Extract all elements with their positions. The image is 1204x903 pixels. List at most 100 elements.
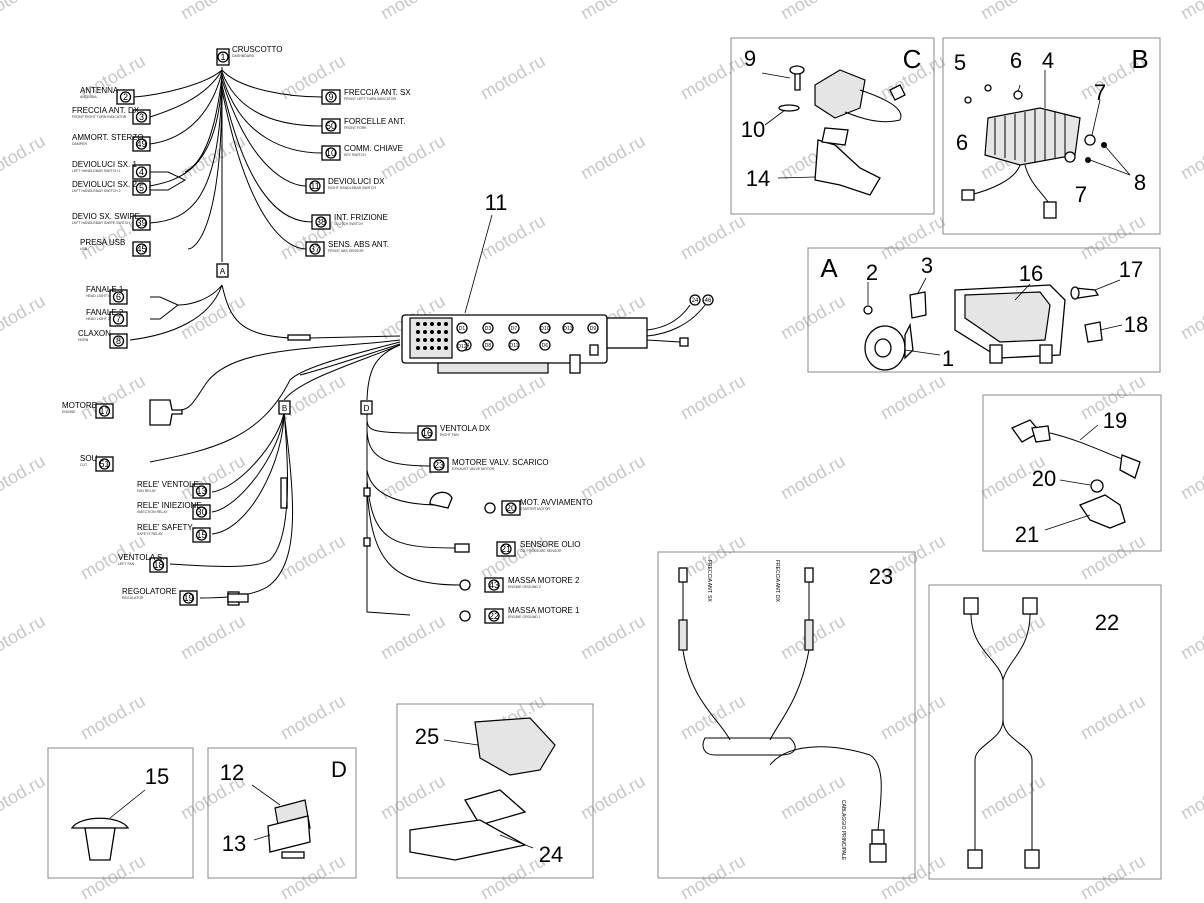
junction-box: [216, 263, 229, 278]
callout-2: 2: [866, 260, 878, 285]
panel-relay: D 12 13: [207, 747, 357, 879]
callout-6-left: 6: [956, 130, 968, 155]
connector-sublabel: STARTER MOTOR: [520, 507, 550, 511]
watermark-text: motod.ru: [0, 611, 49, 664]
terminal-dot: [437, 322, 441, 326]
junction-box: [360, 400, 373, 415]
callout-25: 25: [415, 724, 439, 749]
end-label-24: 24: [692, 298, 699, 304]
connector-sublabel: ENGINE GROUND 2: [508, 585, 541, 589]
fuse-label: D13: [563, 326, 572, 332]
panel-d-letter: D: [331, 757, 347, 782]
junction-A: A: [216, 263, 229, 278]
fuse-label: D10: [540, 326, 549, 332]
connector-sublabel: DAMPER: [72, 142, 87, 146]
connector-label: MOT. AVVIAMENTO: [520, 498, 593, 507]
connector-number: 16: [422, 428, 432, 438]
callout-24: 24: [539, 842, 563, 867]
connector-label: FANALE 1: [86, 285, 124, 294]
fuse-circle: [482, 322, 494, 334]
connector-circle: [325, 120, 337, 132]
watermark-text: motod.ru: [0, 291, 49, 344]
connector-sublabel: FAN RELAY: [137, 489, 157, 493]
connector-circle: [500, 543, 512, 555]
watermark-text: motod.ru: [877, 211, 949, 264]
panel-sensor: 19 20 21: [982, 394, 1162, 552]
fuse-label: D6: [542, 343, 549, 349]
watermark-text: motod.ru: [377, 0, 449, 23]
terminal-dot: [444, 322, 448, 326]
connector-circle: [135, 166, 148, 178]
terminal-dot: [430, 322, 434, 326]
connector-label: DEVIOLUCI SX. 1: [72, 160, 137, 169]
callout-23: 23: [869, 564, 893, 589]
watermark-text: motod.ru: [377, 131, 449, 184]
watermark-text: motod.ru: [1077, 531, 1149, 584]
connector-label: MASSA MOTORE 2: [508, 576, 580, 585]
connector-number: 7: [116, 314, 121, 324]
connector-number: 21: [501, 544, 511, 554]
watermark-text: motod.ru: [577, 451, 649, 504]
connector-circle: [112, 335, 125, 347]
connector-number: 51: [99, 459, 109, 469]
watermark-text: motod.ru: [1077, 691, 1149, 744]
connector-label: SENS. ABS ANT.: [328, 240, 389, 249]
connector-sublabel: RIGHT FAN: [440, 433, 459, 437]
terminal-dot: [444, 338, 448, 342]
terminal-dot: [416, 346, 420, 350]
watermark-text: motod.ru: [877, 371, 949, 424]
connector-label: CLAXON: [78, 329, 111, 338]
watermark-text: motod.ru: [977, 0, 1049, 23]
motore-plug-shape: [149, 399, 183, 426]
junction-letter: A: [220, 267, 226, 276]
terminal-dot: [416, 322, 420, 326]
connector-sublabel: SAFETY RELAY: [137, 532, 163, 536]
connector-sublabel: REGULATOR: [122, 596, 144, 600]
connector-sublabel: ANTENNA: [80, 95, 97, 99]
fuse-label: D1: [459, 326, 466, 332]
watermark-text: motod.ru: [577, 611, 649, 664]
terminal-dot: [416, 338, 420, 342]
connector-number: 13: [196, 486, 206, 496]
connector-number: 43: [489, 580, 499, 590]
watermark-text: motod.ru: [277, 531, 349, 584]
callout-21: 21: [1015, 522, 1039, 547]
watermark-text: motod.ru: [677, 371, 749, 424]
terminal-dot: [444, 346, 448, 350]
watermark-text: motod.ru: [577, 771, 649, 824]
callout-4: 4: [1042, 48, 1054, 73]
connector-number: 2: [123, 92, 128, 102]
connector-label: MOTORE VALV. SCARICO: [452, 458, 549, 467]
watermark-text: motod.ru: [1077, 211, 1149, 264]
connector-label: FRECCIA ANT. SX: [344, 88, 411, 97]
connector-label: FORCELLE ANT.: [344, 117, 405, 126]
fusebox-labels: D1D3D7D10D13D9D4D8D11D12D6: [416, 322, 599, 352]
connector-label: PRESA USB: [80, 238, 125, 247]
panel-c-letter: C: [903, 44, 922, 74]
terminal-dot: [423, 346, 427, 350]
watermark-text: motod.ru: [577, 131, 649, 184]
watermark-text: motod.ru: [677, 211, 749, 264]
connector-sublabel: EXHAUST VALVE MOTOR: [452, 467, 495, 471]
watermark-text: motod.ru: [777, 771, 849, 824]
connector-circle: [135, 217, 148, 229]
connector-label: MOTORE: [62, 401, 97, 410]
panel-clip: 15: [47, 747, 194, 879]
terminal-dot: [430, 330, 434, 334]
callout-15: 15: [145, 764, 169, 789]
left-connector-list: 1CRUSCOTTODASHBOARD2ANTENNAANTENNA3FRECC…: [62, 45, 283, 606]
watermark-text: motod.ru: [377, 611, 449, 664]
watermark-text: motod.ru: [677, 851, 749, 903]
